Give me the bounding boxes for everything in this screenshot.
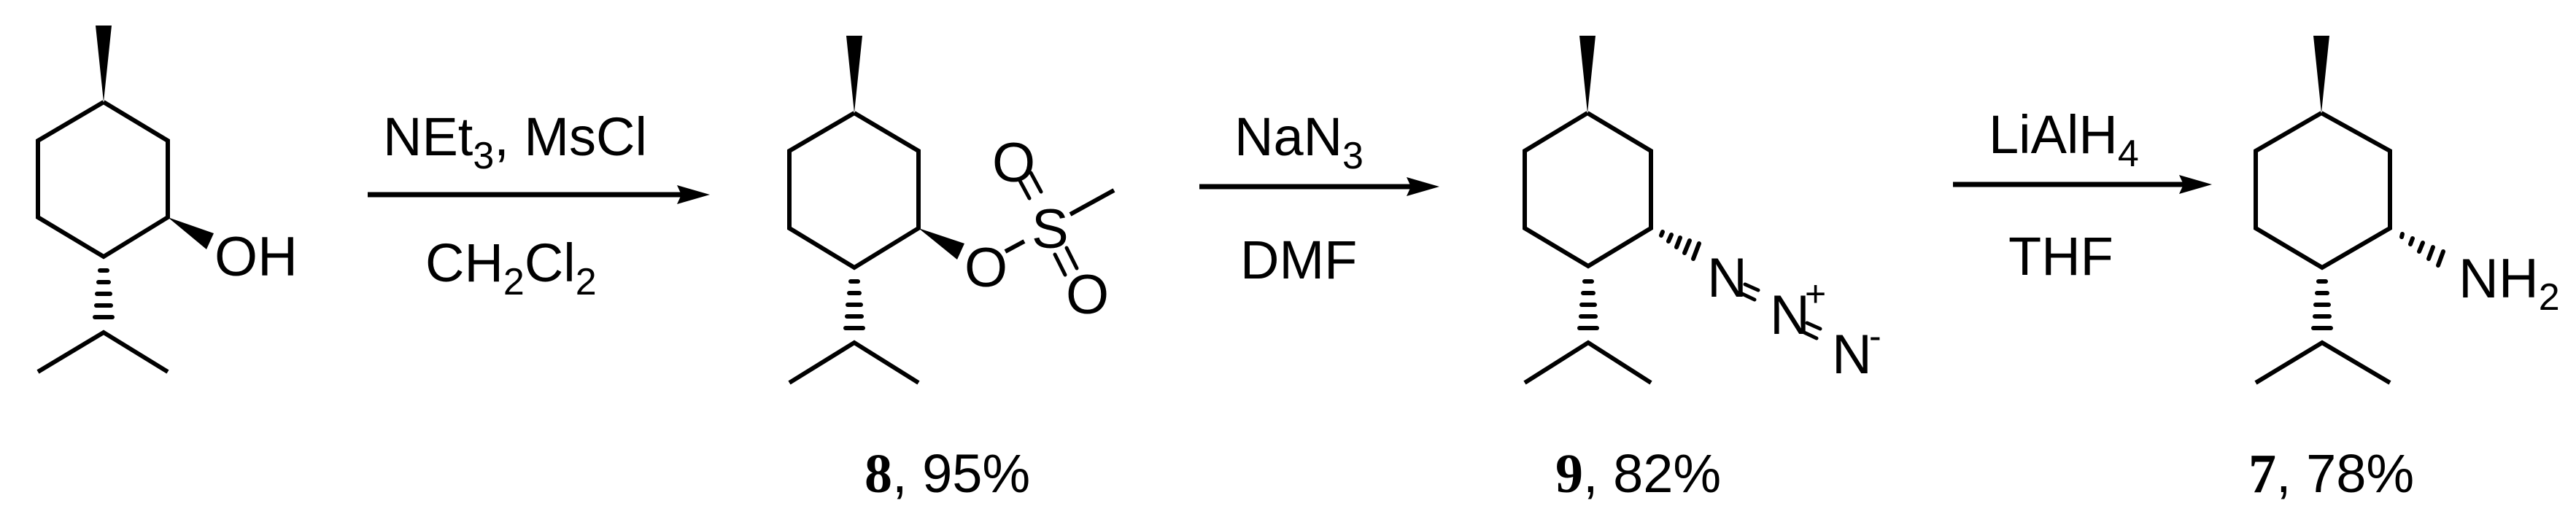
s-o-double-bond-top-b	[1029, 171, 1043, 194]
compound-yield: , 82%	[1583, 443, 1721, 504]
step-3-reagents: LiAlH4	[1989, 104, 2139, 175]
s-o-double-bond-bottom-a	[1053, 252, 1067, 277]
sulfonyl-oxygen-top-label: O	[992, 132, 1035, 194]
arrow-head-3-icon	[2179, 175, 2212, 194]
compound-7-amine: NH2 7, 78%	[2248, 36, 2560, 505]
isopropyl-group	[1523, 340, 1652, 385]
compound-number: 9	[1555, 443, 1583, 505]
arrow-head-2-icon	[1407, 177, 1439, 196]
methyl-wedge-bond	[96, 26, 112, 102]
hydroxyl-label: OH	[214, 226, 298, 288]
isopropyl-hash-bond	[93, 268, 115, 319]
n2-n3-double-bond-a	[1805, 321, 1822, 331]
methyl-wedge-bond	[2313, 36, 2329, 113]
o-s-bond	[1004, 239, 1026, 254]
compound-menthol: OH	[36, 26, 298, 374]
reaction-step-3: LiAlH4 THF	[1953, 104, 2212, 287]
hydroxyl-wedge-bond	[168, 217, 214, 249]
compound-8-label: 8, 95%	[865, 443, 1030, 505]
azide-hash-bond	[1659, 230, 1701, 261]
isopropyl-group	[2254, 340, 2391, 385]
n2-n3-double-bond-b	[1801, 330, 1819, 340]
reaction-step-1: NEt3, MsCl CH2Cl2	[368, 106, 710, 303]
compound-yield: , 78%	[2276, 443, 2414, 504]
arrow-head-1-icon	[677, 185, 710, 204]
cyclohexane-ring	[2254, 111, 2392, 270]
compound-number: 8	[865, 443, 892, 505]
cyclohexane-ring	[787, 111, 921, 270]
oxygen-wedge-bond	[918, 228, 964, 260]
compound-9-label: 9, 82%	[1555, 443, 1721, 505]
isopropyl-group	[788, 340, 920, 385]
azide-n3-label: N	[1832, 324, 1872, 386]
isopropyl-hash-bond	[1577, 279, 1599, 330]
methyl-wedge-bond	[1579, 36, 1596, 113]
isopropyl-hash-bond	[843, 279, 865, 330]
ester-oxygen-label: O	[964, 237, 1007, 299]
step-1-reagents: NEt3, MsCl	[383, 106, 647, 177]
azide-n3-negative-charge: -	[1869, 316, 1881, 357]
step-3-solvent: THF	[2008, 226, 2113, 287]
step-1-solvent: CH2Cl2	[425, 233, 597, 303]
n1-n2-double-bond-b	[1738, 291, 1757, 302]
reaction-step-2: NaN3 DMF	[1199, 106, 1439, 290]
isopropyl-hash-bond	[2311, 279, 2333, 330]
amine-label: NH2	[2459, 248, 2560, 319]
azide-n1-label: N	[1707, 247, 1747, 309]
sulfonyl-oxygen-bottom-label: O	[1066, 264, 1109, 326]
amine-hash-bond	[2399, 232, 2445, 268]
step-2-reagents: NaN3	[1234, 106, 1364, 177]
compound-7-label: 7, 78%	[2248, 443, 2414, 505]
sulfur-label: S	[1032, 198, 1069, 260]
azide-n2-positive-charge: +	[1805, 273, 1826, 314]
compound-number: 7	[2248, 443, 2276, 505]
s-o-double-bond-bottom-b	[1064, 246, 1079, 270]
cyclohexane-ring	[1523, 111, 1653, 269]
compound-yield: , 95%	[892, 443, 1030, 504]
compound-8-mesylate: O S O O 8, 95%	[787, 36, 1115, 505]
n1-n2-double-bond-a	[1743, 282, 1760, 292]
compound-9-azide: N N + N - 9, 82%	[1523, 36, 1881, 505]
methyl-wedge-bond	[846, 36, 862, 113]
s-methyl-bond	[1069, 188, 1115, 217]
azide-n2-label: N	[1770, 284, 1810, 346]
step-2-solvent: DMF	[1240, 230, 1357, 290]
cyclohexane-ring	[36, 100, 170, 260]
isopropyl-group	[36, 330, 169, 374]
s-o-double-bond-top-a	[1017, 177, 1032, 200]
